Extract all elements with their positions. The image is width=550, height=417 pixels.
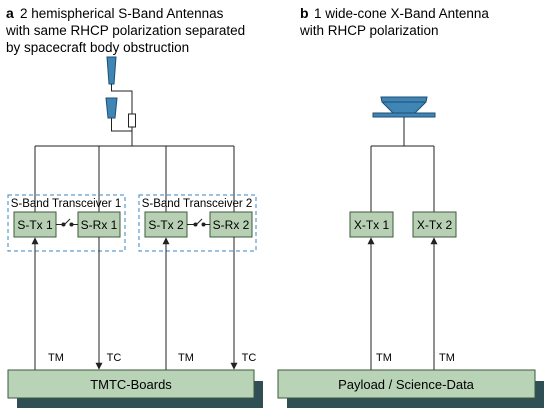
tm-label-1: TM — [48, 352, 64, 364]
power-splitter — [128, 113, 136, 128]
switch-2-icon — [187, 218, 210, 227]
x-tm-label-2: TM — [439, 352, 455, 364]
panel-a-links — [31, 237, 238, 370]
panel-a-title-line1: 2 hemispherical S-Band Antennas — [20, 6, 224, 21]
tm-label-2: TM — [178, 352, 194, 364]
transceiver-2-label: S-Band Transceiver 2 — [142, 198, 253, 210]
s-band-antenna-bottom — [105, 97, 118, 119]
s-rx-2-label: S-Rx 2 — [213, 218, 250, 232]
tc-label-1: TC — [107, 352, 122, 364]
panel-a-letter: a — [6, 5, 14, 21]
s-band-feed-lines — [34, 84, 235, 213]
payload-board — [277, 369, 536, 399]
tmtc-board — [7, 369, 255, 399]
s-tx-2-box — [144, 211, 188, 238]
x-band-feed-lines — [370, 117, 435, 212]
panel-a-title-line3: by spacecraft body obstruction — [6, 40, 189, 55]
s-band-antenna-top — [106, 56, 117, 85]
x-tx-2-label: X-Tx 2 — [417, 218, 453, 232]
s-tx-1-box — [13, 211, 57, 238]
transceiver-2-frame — [138, 194, 257, 252]
payload-board-label: Payload / Science-Data — [338, 377, 475, 392]
tmtc-board-label: TMTC-Boards — [90, 377, 172, 392]
x-band-antenna — [372, 96, 436, 118]
transceiver-1-label: S-Band Transceiver 1 — [11, 198, 122, 210]
tc-label-2: TC — [242, 352, 257, 364]
s-rx-1-box — [77, 211, 121, 238]
x-tx-1-label: X-Tx 1 — [354, 218, 390, 232]
panel-b-title-line2: with RHCP polarization — [299, 23, 439, 38]
panel-a-title-line2: with same RHCP polarization separated — [5, 23, 245, 38]
panel-b-title-line1: 1 wide-cone X-Band Antenna — [314, 6, 489, 21]
panel-b-links — [367, 237, 438, 370]
x-tx-2-box — [412, 211, 457, 238]
panel-b-letter: b — [300, 5, 309, 21]
switch-1-icon — [56, 218, 78, 227]
x-tm-label-1: TM — [376, 352, 392, 364]
s-tx-1-label: S-Tx 1 — [17, 218, 53, 232]
x-tx-1-box — [349, 211, 394, 238]
s-rx-1-label: S-Rx 1 — [81, 218, 118, 232]
s-tx-2-label: S-Tx 2 — [148, 218, 184, 232]
transceiver-1-frame — [7, 194, 126, 252]
